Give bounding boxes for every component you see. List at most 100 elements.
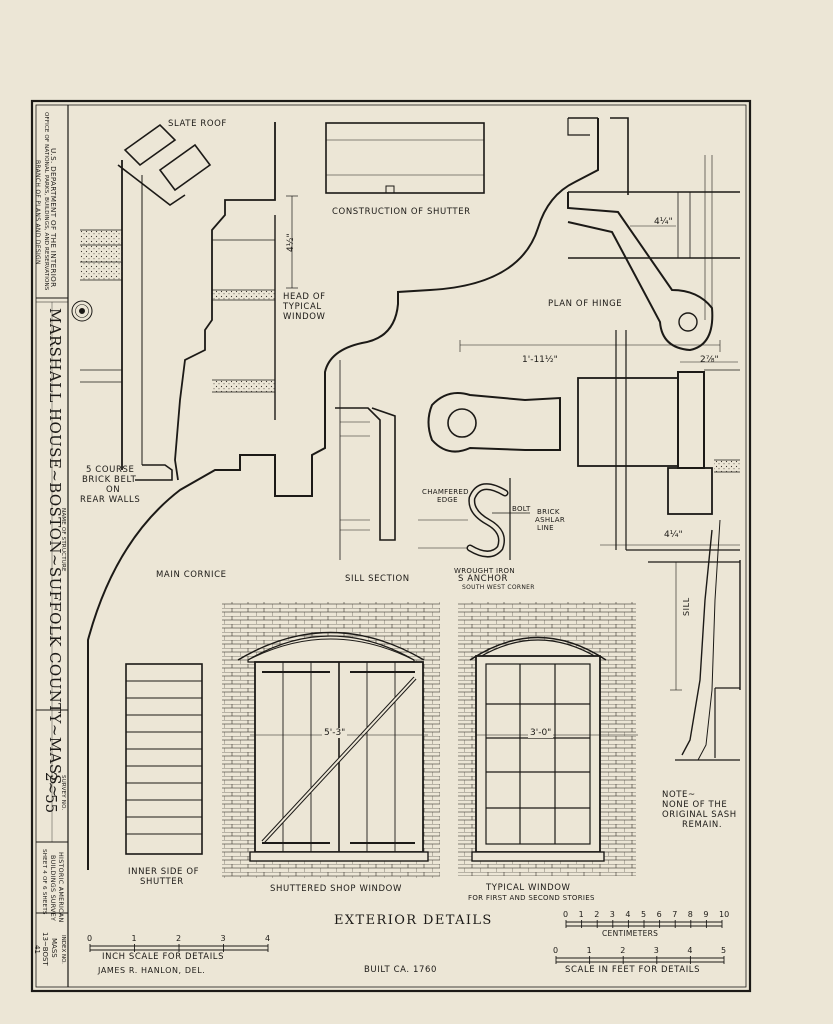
cm-scale-caption: CENTIMETERS xyxy=(602,929,659,938)
scale-tick-label: 3 xyxy=(609,910,615,919)
head-hatch-2 xyxy=(213,380,275,392)
habs-line-1: HISTORIC AMERICAN xyxy=(57,852,64,923)
feet-scale-bar xyxy=(555,956,725,964)
scale-tick-label: 6 xyxy=(656,910,662,919)
shutter-construction-drawing xyxy=(325,122,485,194)
survey-number: 2~55 xyxy=(42,772,60,814)
cm-scale-bar xyxy=(565,920,723,928)
label-brick-ashlar-2: ASHLAR xyxy=(535,516,566,524)
label-brick-ashlar-1: BRICK xyxy=(537,508,560,516)
sheet-title: EXTERIOR DETAILS xyxy=(334,913,493,928)
label-main-cornice: MAIN CORNICE xyxy=(156,570,227,580)
agency-line-3: BRANCH OF PLANS AND DESIGN xyxy=(34,160,41,265)
s-anchor-drawing xyxy=(418,478,530,560)
head-section-drawing xyxy=(174,122,298,481)
hinge-hatch xyxy=(714,460,740,472)
dim-hinge-a: 4¼" xyxy=(654,217,673,227)
label-head-line-3: WINDOW xyxy=(283,312,326,322)
scale-tick-label: 10 xyxy=(719,910,730,919)
scale-tick-label: 0 xyxy=(563,910,569,919)
label-brick-belt-3: ON xyxy=(106,485,121,495)
inner-shutter-boards xyxy=(126,680,202,835)
sill-profile-drawing xyxy=(648,519,741,761)
label-note-4: REMAIN. xyxy=(682,820,723,830)
label-wrought-iron: WROUGHT IRON xyxy=(454,567,515,575)
shop-window-drawing xyxy=(222,602,440,878)
scale-tick-label: 0 xyxy=(553,946,559,955)
label-inner-side-2: SHUTTER xyxy=(140,877,184,887)
label-south-west-corner: SOUTH WEST CORNER xyxy=(462,584,535,591)
label-brick-belt-4: REAR WALLS xyxy=(80,495,141,505)
scale-tick-label: 1 xyxy=(586,946,592,955)
scale-tick-label: 1 xyxy=(131,934,137,943)
hinge-strap-drawing xyxy=(427,330,740,551)
inch-scale-bar xyxy=(89,944,269,952)
label-bolt: BOLT xyxy=(512,505,531,513)
hinge-plan-drawing xyxy=(567,155,740,352)
label-brick-belt-1: 5 COURSE xyxy=(86,465,135,475)
sheet-number: SHEET 4 OF 6 SHEETS xyxy=(41,849,47,915)
main-cornice-drawing xyxy=(87,117,629,870)
habs-line-2: BUILDINGS SURVEY xyxy=(49,855,56,922)
roof-section-drawing xyxy=(80,123,212,481)
survey-caption: SURVEY NO. xyxy=(60,775,66,811)
label-typical-window: TYPICAL WINDOW xyxy=(486,883,571,893)
scale-tick-label: 7 xyxy=(672,910,678,919)
scale-tick-label: 4 xyxy=(265,934,271,943)
dim-shop-width: 5'-3" xyxy=(322,728,348,738)
label-s-anchor: S ANCHOR xyxy=(458,574,508,584)
feet-scale-caption: SCALE IN FEET FOR DETAILS xyxy=(565,965,701,975)
scale-tick-label: 4 xyxy=(625,910,631,919)
scale-tick-label: 4 xyxy=(687,946,693,955)
dim-hinge-d: 4¼" xyxy=(664,530,683,540)
index-line-3: 13~BOST xyxy=(41,932,49,966)
label-head-line-1: HEAD OF xyxy=(283,292,326,302)
dim-window-width: 3'-0" xyxy=(528,728,554,738)
structure-caption: NAME OF STRUCTURE xyxy=(60,508,66,572)
brick-belt-hatch xyxy=(80,230,122,280)
seal-icon xyxy=(71,300,93,322)
sill-section-drawing xyxy=(335,360,396,560)
sheet-border xyxy=(30,99,752,993)
inch-scale-caption: INCH SCALE FOR DETAILS xyxy=(102,952,225,962)
scale-tick-label: 3 xyxy=(653,946,659,955)
dim-head: 4½" xyxy=(286,233,296,252)
scale-tick-label: 5 xyxy=(641,910,647,919)
index-line-1: INDEX NO. xyxy=(60,935,66,964)
dim-hinge-b: 1'-11½" xyxy=(522,355,558,365)
label-brick-ashlar-3: LINE xyxy=(537,524,554,532)
dim-hinge-c: 2⅞" xyxy=(700,355,719,365)
scale-tick-label: 1 xyxy=(578,910,584,919)
built-date: BUILT CA. 1760 xyxy=(364,965,438,975)
scale-tick-label: 5 xyxy=(721,946,727,955)
label-construction-of-shutter: CONSTRUCTION OF SHUTTER xyxy=(332,207,471,217)
delineator: JAMES R. HANLON, DEL. xyxy=(98,966,206,975)
agency-line-2: OFFICE OF NATIONAL PARKS, BUILDINGS, AND… xyxy=(43,112,49,291)
label-note-2: NONE OF THE xyxy=(662,800,728,810)
index-line-2: MASS xyxy=(50,938,58,958)
label-sill-section: SILL SECTION xyxy=(345,574,410,584)
label-typical-window-sub: FOR FIRST AND SECOND STORIES xyxy=(468,894,595,902)
label-chamfered-1: CHAMFERED xyxy=(422,488,469,496)
label-chamfered-2: EDGE xyxy=(437,496,458,504)
label-head-line-2: TYPICAL xyxy=(283,302,322,312)
window-muntins xyxy=(486,664,590,844)
scale-tick-label: 2 xyxy=(620,946,626,955)
scale-tick-label: 2 xyxy=(594,910,600,919)
label-plan-of-hinge: PLAN OF HINGE xyxy=(548,299,623,309)
scale-tick-label: 8 xyxy=(687,910,693,919)
label-note-3: ORIGINAL SASH xyxy=(662,810,737,820)
inner-shutter-drawing xyxy=(125,663,203,855)
label-slate-roof: SLATE ROOF xyxy=(168,119,227,129)
label-shuttered-shop-window: SHUTTERED SHOP WINDOW xyxy=(270,884,402,894)
index-line-4: 41 xyxy=(33,945,41,954)
label-note-1: NOTE~ xyxy=(662,790,696,800)
agency-line-1: U.S. DEPARTMENT OF THE INTERIOR xyxy=(49,148,58,288)
label-inner-side-1: INNER SIDE OF xyxy=(128,867,200,877)
label-brick-belt-2: BRICK BELT xyxy=(82,475,137,485)
typical-window-drawing xyxy=(458,602,638,876)
head-hatch-1 xyxy=(213,290,275,300)
label-sill: SILL xyxy=(682,597,691,616)
